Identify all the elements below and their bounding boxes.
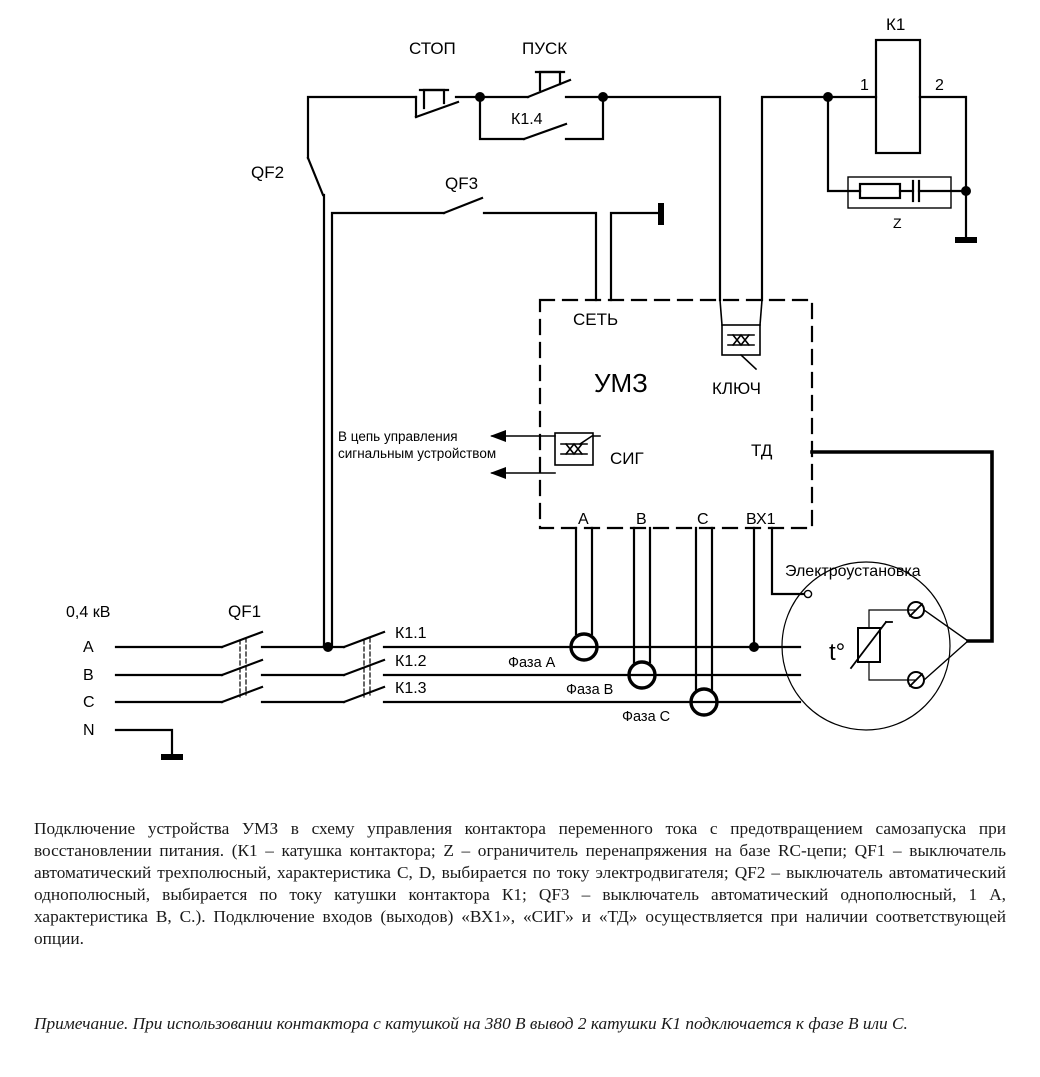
input-vx1-label: ВХ1 xyxy=(746,511,776,528)
td-label: ТД xyxy=(751,441,773,460)
current-sensor-b xyxy=(627,660,657,690)
input-a-label: А xyxy=(578,511,589,528)
installation-label: Электроустановка xyxy=(785,563,921,580)
figure-note: Примечание. При использовании контактора… xyxy=(34,1014,908,1033)
k1-2-label: К1.2 xyxy=(395,653,427,670)
line-c-label: С xyxy=(83,694,95,711)
umz-label: УМЗ xyxy=(594,368,648,398)
phase-b-label: Фаза В xyxy=(566,682,613,698)
thermistor-label: t° xyxy=(829,639,845,666)
current-sensor-c xyxy=(689,687,719,717)
figure-caption: Подключение устройства УМЗ в схему управ… xyxy=(34,819,1006,948)
start-label: ПУСК xyxy=(522,39,567,58)
sig-triac-symbol xyxy=(491,432,601,474)
line-n-label: N xyxy=(83,722,95,739)
k1-coil-label: К1 xyxy=(886,15,905,34)
stop-label: СТОП xyxy=(409,39,456,58)
junction-dots xyxy=(323,92,971,652)
phase-a-label: Фаза А xyxy=(508,655,556,671)
td-wire xyxy=(810,450,994,643)
current-sensor-a xyxy=(569,632,599,662)
power-lines xyxy=(114,630,802,757)
electrical-installation xyxy=(781,561,970,731)
input-b-label: В xyxy=(636,511,647,528)
voltage-label: 0,4 кВ xyxy=(66,604,110,621)
qf2-label: QF2 xyxy=(251,163,284,182)
sensor-wiring xyxy=(574,526,807,692)
k1-1-label: К1.1 xyxy=(395,625,427,642)
ground-symbols xyxy=(161,203,977,760)
qf3-label: QF3 xyxy=(445,174,478,193)
k1-3-label: К1.3 xyxy=(395,680,427,697)
signal-text-line2: сигнальным устройством xyxy=(338,446,496,461)
key-label: КЛЮЧ xyxy=(712,379,761,398)
coil-pin2-label: 2 xyxy=(935,77,944,94)
wiring-diagram: СТОП ПУСК К1 1 2 К1.4 QF2 QF3 Z СЕТЬ УМЗ… xyxy=(66,15,994,760)
k1-4-label: К1.4 xyxy=(511,111,543,128)
qf1-label: QF1 xyxy=(228,602,261,621)
umz-device-box xyxy=(538,298,814,530)
sig-label: СИГ xyxy=(610,449,644,468)
control-circuit-wiring xyxy=(306,38,968,647)
z-label: Z xyxy=(893,215,902,231)
line-a-label: А xyxy=(83,639,94,656)
phase-c-label: Фаза С xyxy=(622,709,670,725)
signal-text-line1: В цепь управления xyxy=(338,429,458,444)
coil-pin1-label: 1 xyxy=(860,77,869,94)
line-b-label: В xyxy=(83,667,94,684)
input-c-label: С xyxy=(697,511,709,528)
signal-arrows xyxy=(490,430,506,479)
key-triac-symbol xyxy=(719,299,763,371)
net-label: СЕТЬ xyxy=(573,310,618,329)
